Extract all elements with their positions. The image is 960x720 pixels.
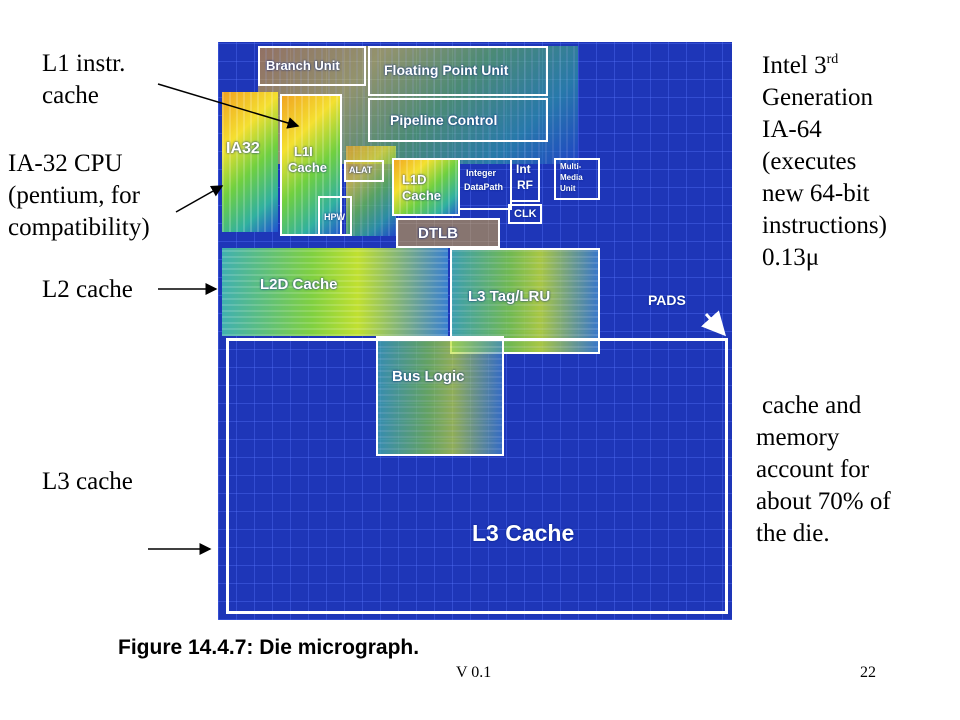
hpw-label: HPW	[324, 212, 345, 222]
alat-label: ALAT	[349, 165, 373, 175]
arrow-l1-instr	[157, 83, 300, 129]
l3-cache-region	[226, 338, 728, 614]
integer-label-line2: DataPath	[464, 182, 504, 192]
int-rf-block: Int RF	[510, 158, 540, 202]
arrow-ia32	[175, 185, 224, 213]
cache-line1: cache and	[762, 392, 862, 419]
intel-line1: Intel 3rd	[762, 50, 887, 82]
label-ia32-line1: IA-32 CPU	[8, 150, 123, 177]
cache-line4: about 70% of	[756, 488, 891, 515]
l2d-label: L2D Cache	[260, 276, 338, 293]
branch-unit-label: Branch Unit	[266, 58, 340, 73]
bus-logic-label: Bus Logic	[392, 368, 465, 385]
mmu-label-line3: Unit	[560, 184, 576, 193]
cache-line2: memory	[756, 424, 840, 451]
multimedia-unit-block: Multi- Media Unit	[554, 158, 600, 200]
alat-block: ALAT	[344, 160, 384, 182]
footer-page-number: 22	[860, 664, 876, 681]
pipeline-block: Pipeline Control	[368, 98, 548, 142]
l1i-label-line1: L1I	[294, 144, 313, 159]
l1i-label-line2: Cache	[288, 160, 328, 175]
label-l1-instr-line2: cache	[42, 82, 99, 109]
label-ia32-line3: compatibility)	[8, 214, 150, 241]
footer-version: V 0.1	[456, 664, 492, 681]
int-rf-label-line2: RF	[517, 178, 533, 192]
pads-label: PADS	[648, 292, 686, 308]
fpu-block: Floating Point Unit	[368, 46, 548, 96]
ia32-label: IA32	[226, 140, 260, 157]
pipeline-label: Pipeline Control	[390, 112, 498, 128]
intel-description: Intel 3rd Generation IA-64 (executes new…	[762, 50, 887, 274]
intel-line5: new 64-bit	[762, 180, 870, 207]
dtlb-block: DTLB	[396, 218, 500, 248]
intel-line1-base: Intel 3	[762, 52, 827, 79]
cache-note: cache and memory account for about 70% o…	[756, 390, 891, 550]
dtlb-label: DTLB	[418, 225, 458, 242]
intel-line3: IA-64	[762, 116, 822, 143]
intel-line2: Generation	[762, 84, 874, 111]
l3-tag-label: L3 Tag/LRU	[468, 288, 551, 305]
cache-line5: the die.	[756, 520, 830, 547]
l3-tag-block: L3 Tag/LRU	[450, 248, 600, 354]
integer-label-line1: Integer	[466, 168, 497, 178]
label-l1-instr-line1: L1 instr.	[42, 50, 126, 77]
arrow-pads	[701, 310, 727, 337]
label-ia32-line2: (pentium, for	[8, 182, 140, 209]
intel-line6: instructions)	[762, 212, 887, 239]
l3-cache-label: L3 Cache	[472, 520, 575, 546]
l1d-label-line2: Cache	[402, 188, 442, 203]
l1i-cache-block: L1I Cache	[280, 94, 342, 236]
label-l2-cache: L2 cache	[42, 276, 133, 303]
intel-line4: (executes	[762, 148, 857, 175]
clk-block: CLK	[508, 204, 542, 224]
ia32-block	[222, 92, 278, 232]
mmu-label-line2: Media	[560, 173, 583, 182]
cache-line3: account for	[756, 456, 870, 483]
hpw-block: HPW	[318, 196, 352, 236]
intel-line7: 0.13μ	[762, 244, 820, 271]
l1d-label-line1: L1D	[402, 172, 427, 187]
label-ia32-cpu: IA-32 CPU (pentium, for compatibility)	[8, 148, 150, 244]
intel-line1-sup: rd	[826, 52, 839, 67]
label-l1-instr-cache: L1 instr. cache	[42, 48, 125, 112]
bus-logic-block: Bus Logic	[376, 336, 504, 456]
die-micrograph: Branch Unit Floating Point Unit Pipeline…	[218, 42, 732, 620]
mmu-label-line1: Multi-	[560, 162, 582, 171]
l2d-cache-block	[222, 248, 448, 336]
fpu-label: Floating Point Unit	[384, 62, 509, 78]
label-l3-cache: L3 cache	[42, 468, 133, 495]
int-rf-label-line1: Int	[516, 162, 531, 176]
clk-label: CLK	[514, 208, 537, 220]
figure-caption: Figure 14.4.7: Die micrograph.	[118, 636, 420, 659]
branch-unit-block: Branch Unit	[258, 46, 366, 86]
